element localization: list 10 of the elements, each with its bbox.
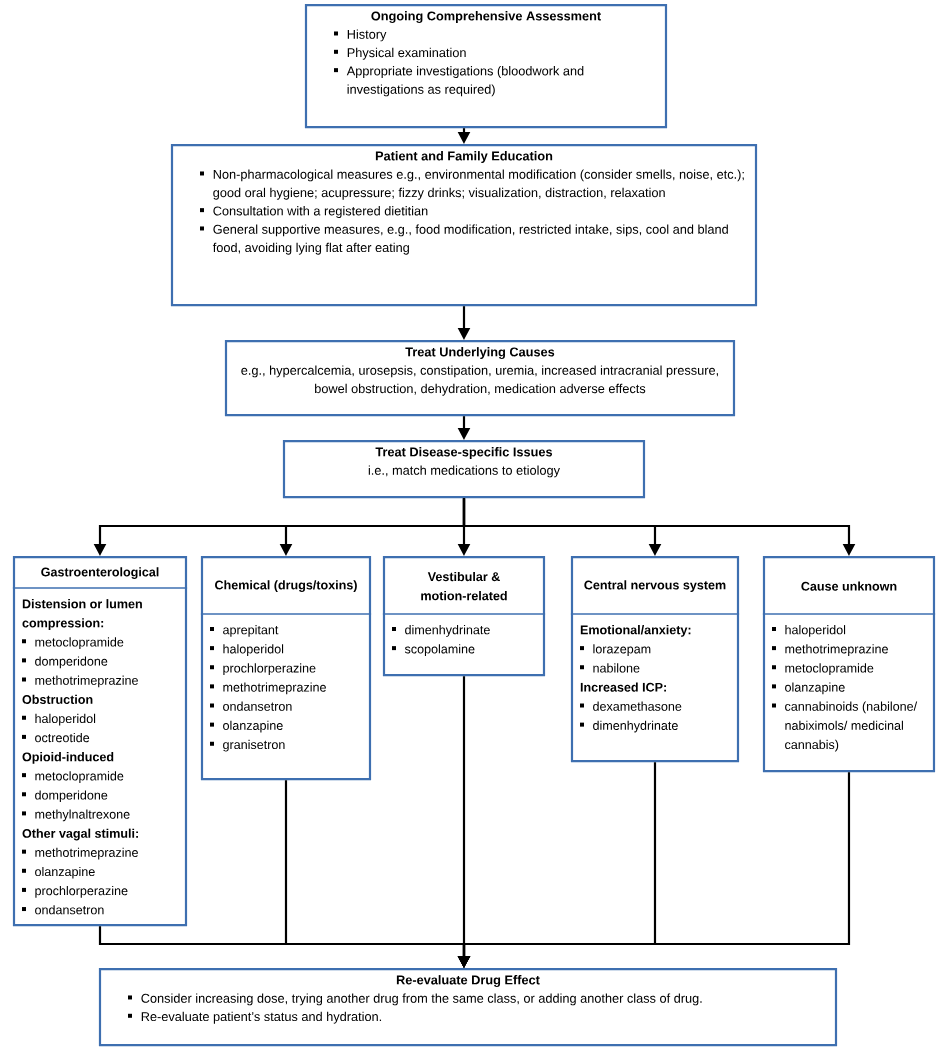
category-box [12, 556, 188, 927]
category-box [382, 556, 546, 677]
category-box [570, 556, 740, 763]
category-box [200, 556, 372, 781]
process-box [304, 4, 668, 129]
process-box [170, 144, 758, 307]
process-box [98, 968, 838, 1047]
process-box [282, 440, 646, 499]
process-box [224, 340, 736, 417]
category-box [762, 556, 936, 773]
